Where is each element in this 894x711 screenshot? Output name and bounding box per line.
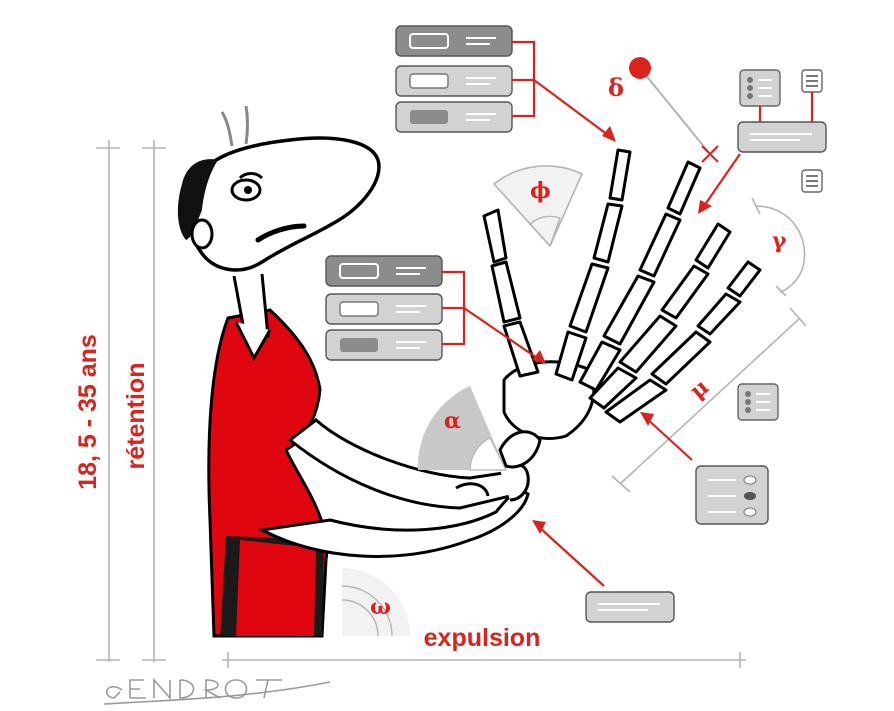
delta-label: δ [608, 73, 624, 102]
gamma-arc [751, 197, 806, 297]
expulsion-label: expulsion [424, 624, 541, 652]
age-range-label: 18, 5 - 35 ans [74, 334, 102, 490]
head [186, 136, 381, 272]
middle-button-stack [325, 255, 546, 364]
delta-pointer: δ [608, 57, 719, 163]
top-button-stack [395, 25, 616, 142]
character [177, 105, 530, 638]
measurement-lines [96, 140, 807, 668]
mu-label: μ [685, 374, 714, 404]
phi-label: ϕ [530, 178, 551, 204]
artist-signature [103, 677, 331, 705]
omega-label: ω [370, 594, 391, 620]
alpha-fan: α [417, 386, 507, 471]
alpha-label: α [444, 408, 461, 434]
gamma-label: γ [772, 228, 787, 254]
right-widgets [532, 69, 827, 623]
omega-fan: ω [341, 568, 410, 637]
hair [177, 159, 218, 240]
retention-label: rétention [122, 363, 150, 470]
skeleton-hand [482, 148, 762, 469]
phi-fan: ϕ [492, 165, 584, 248]
